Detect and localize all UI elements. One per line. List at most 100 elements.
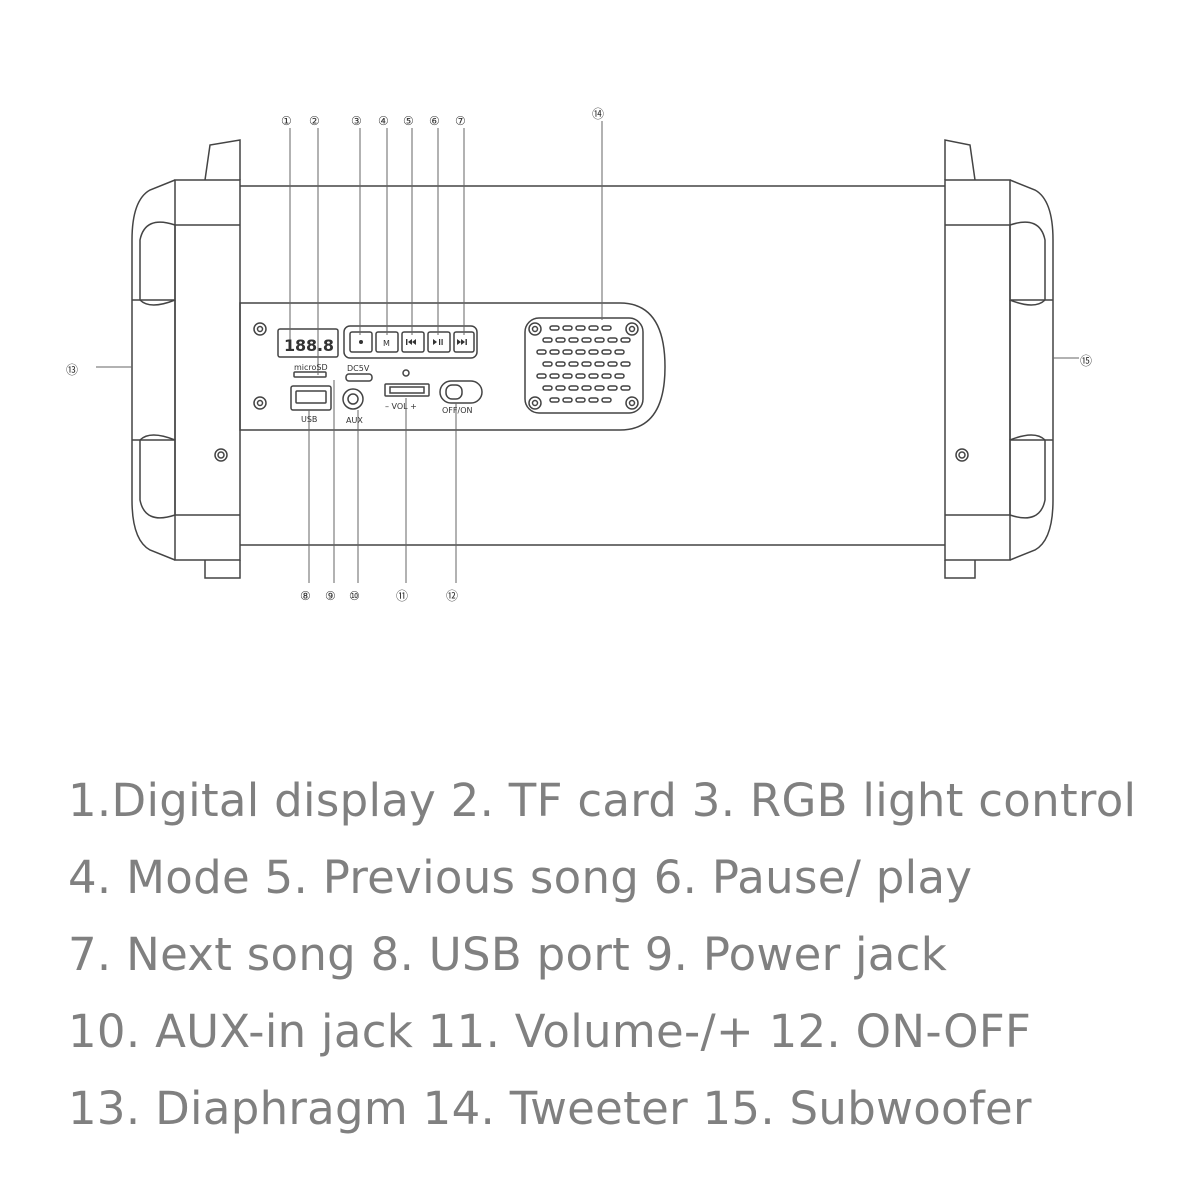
grille-slot [568, 385, 579, 391]
grille-slot [581, 385, 592, 391]
legend-line-4: 10. AUX-in jack 11. Volume-/+ 12. ON-OFF [68, 1005, 1032, 1058]
callout-5: ⑤ [403, 114, 414, 128]
dot-icon [359, 340, 363, 344]
grille-slot [594, 361, 605, 367]
aux-jack [342, 388, 364, 410]
grille-slot [536, 373, 547, 379]
legend-line-1: 1.Digital display 2. TF card 3. RGB ligh… [68, 774, 1137, 827]
callout-8: ⑧ [300, 589, 311, 603]
tweeter-screws [528, 322, 639, 410]
grille-slot [601, 325, 612, 331]
callout-13: ⑬ [66, 363, 78, 377]
grille-slot [614, 349, 625, 355]
grille-slot [581, 361, 592, 367]
button-strip [343, 325, 478, 359]
switch-label: OFF/ON [442, 406, 472, 415]
grille-slot [607, 337, 618, 343]
callout-1: ① [281, 114, 292, 128]
grille-slot [620, 385, 631, 391]
power-switch[interactable] [439, 380, 483, 404]
dc5v-label: DC5V [347, 364, 370, 373]
rgb-light-button[interactable] [349, 331, 373, 353]
grille-slot [588, 325, 599, 331]
grille-slot [607, 361, 618, 367]
pause-play-button[interactable] [427, 331, 451, 353]
grille-slot [568, 361, 579, 367]
callout-7: ⑦ [455, 114, 466, 128]
panel-screw-bottom-icon [253, 396, 267, 410]
grille-slot [555, 361, 566, 367]
grille-slot [601, 397, 612, 403]
callout-11: ⑪ [396, 589, 408, 603]
grille-slot [555, 385, 566, 391]
grille-slot [549, 397, 560, 403]
grille-slot [549, 325, 560, 331]
legend-line-5: 13. Diaphragm 14. Tweeter 15. Subwoofer [68, 1082, 1032, 1135]
left-screw-icon [214, 448, 228, 462]
grille-slot [555, 337, 566, 343]
grille-slot [575, 373, 586, 379]
grille-slot [575, 325, 586, 331]
grille-slot [614, 373, 625, 379]
legend-line-2: 4. Mode 5. Previous song 6. Pause/ play [68, 851, 973, 904]
legend-line-3: 7. Next song 8. USB port 9. Power jack [68, 928, 948, 981]
grille-slot [542, 337, 553, 343]
callout-15: ⑮ [1080, 354, 1092, 368]
right-end-cap [944, 139, 1054, 579]
tf-card-slot [293, 371, 327, 378]
grille-slot [562, 373, 573, 379]
grille-slot [594, 385, 605, 391]
grille-slot [549, 373, 560, 379]
left-end-cap [131, 139, 241, 579]
previous-track-icon [406, 339, 416, 345]
callout-12: ⑫ [446, 589, 458, 603]
grille-slot [542, 385, 553, 391]
usb-port [290, 385, 332, 411]
right-screw-icon [955, 448, 969, 462]
play-pause-icon [433, 339, 443, 345]
speaker-diagram: 188.8 microSD DC5V USB AUX – VOL + OFF/O… [66, 107, 1092, 603]
grille-slot [562, 349, 573, 355]
grille-slot [581, 337, 592, 343]
volume-slider[interactable] [384, 383, 430, 397]
grille-slot [536, 349, 547, 355]
grille-slot [607, 385, 618, 391]
digital-display [277, 328, 339, 358]
callouts: ① ② ③ ④ ⑤ ⑥ ⑦ ⑧ ⑨ ⑩ ⑪ ⑫ ⑬ ⑭ ⑮ [66, 107, 1092, 603]
callout-4: ④ [378, 114, 389, 128]
control-panel [239, 302, 666, 431]
grille-slot [562, 397, 573, 403]
grille-slot [542, 361, 553, 367]
callout-2: ② [309, 114, 320, 128]
callout-6: ⑥ [429, 114, 440, 128]
volume-label: – VOL + [385, 402, 417, 411]
grille-slot [575, 397, 586, 403]
parts-legend: 1.Digital display 2. TF card 3. RGB ligh… [68, 762, 1178, 1147]
grille-slot [568, 337, 579, 343]
grille-slot [549, 349, 560, 355]
display-readout: 188.8 [284, 336, 334, 355]
usb-label: USB [301, 415, 317, 424]
mode-button-label: M [383, 339, 390, 348]
grille-slot [601, 373, 612, 379]
grille-slot [588, 397, 599, 403]
panel-screw-top-icon [253, 322, 267, 336]
grille-slot [594, 337, 605, 343]
next-track-icon [457, 339, 467, 345]
aux-label: AUX [346, 416, 363, 425]
grille-slot [620, 337, 631, 343]
callout-10: ⑩ [349, 589, 360, 603]
grille-slot [588, 373, 599, 379]
micro-sd-label: microSD [294, 363, 328, 372]
tweeter-grille [524, 317, 644, 414]
callout-9: ⑨ [325, 589, 336, 603]
grille-slot [620, 361, 631, 367]
callout-3: ③ [351, 114, 362, 128]
grille-slot [588, 349, 599, 355]
volume-indicator-icon [402, 369, 410, 377]
grille-slot [562, 325, 573, 331]
grille-slots [536, 325, 631, 403]
previous-song-button[interactable] [401, 331, 425, 353]
callout-14: ⑭ [592, 107, 604, 121]
grille-slot [601, 349, 612, 355]
